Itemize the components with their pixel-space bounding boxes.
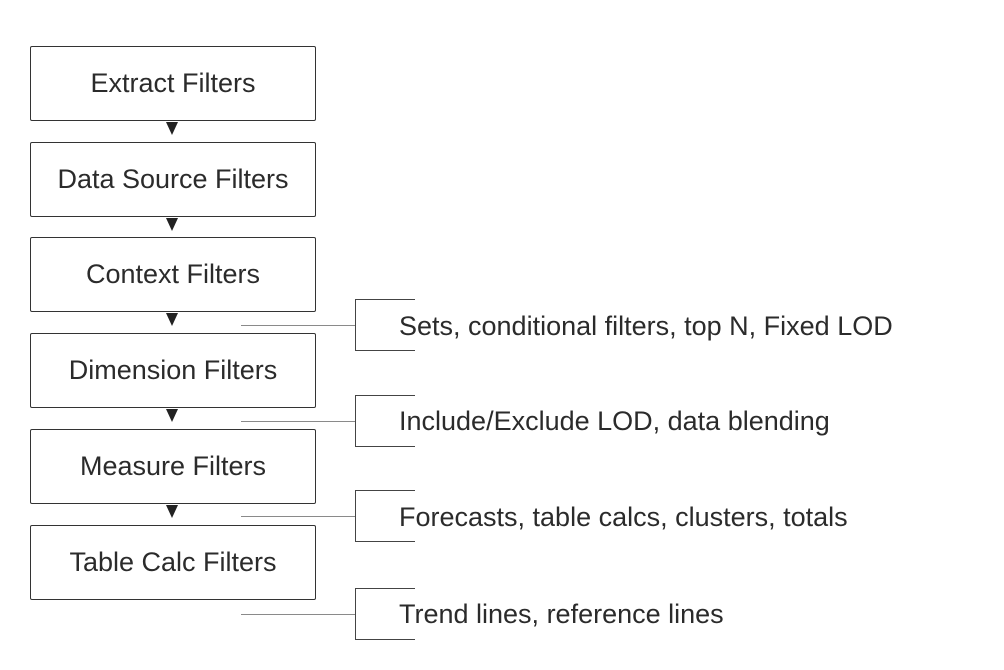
annotation-bracket [355,299,415,351]
annotation-forecasts: Forecasts, table calcs, clusters, totals [399,502,848,532]
stage-table-calc-filters: Table Calc Filters [30,525,316,600]
annotation-bracket [355,588,415,640]
flow-arrow-icon [166,122,178,135]
stage-context-filters: Context Filters [30,237,316,312]
connector-line [241,516,356,517]
stage-dimension-filters: Dimension Filters [30,333,316,408]
flow-arrow-icon [166,409,178,422]
flow-arrow-icon [166,218,178,231]
annotation-sets-conditional: Sets, conditional filters, top N, Fixed … [399,311,893,341]
stage-label: Dimension Filters [68,355,278,385]
connector-line [241,614,356,615]
flow-arrow-icon [166,313,178,326]
stage-extract-filters: Extract Filters [30,46,316,121]
connector-line [241,325,356,326]
annotation-bracket [355,395,415,447]
stage-measure-filters: Measure Filters [30,429,316,504]
annotation-include-exclude-lod: Include/Exclude LOD, data blending [399,406,830,436]
annotation-bracket [355,490,415,542]
stage-label: Table Calc Filters [69,547,277,577]
stage-data-source-filters: Data Source Filters [30,142,316,217]
stage-label: Measure Filters [79,451,267,481]
connector-line [241,421,356,422]
stage-label: Data Source Filters [57,164,289,194]
stage-label: Extract Filters [90,68,256,98]
annotation-trend-lines: Trend lines, reference lines [399,599,724,629]
flow-arrow-icon [166,505,178,518]
stage-label: Context Filters [85,259,261,289]
